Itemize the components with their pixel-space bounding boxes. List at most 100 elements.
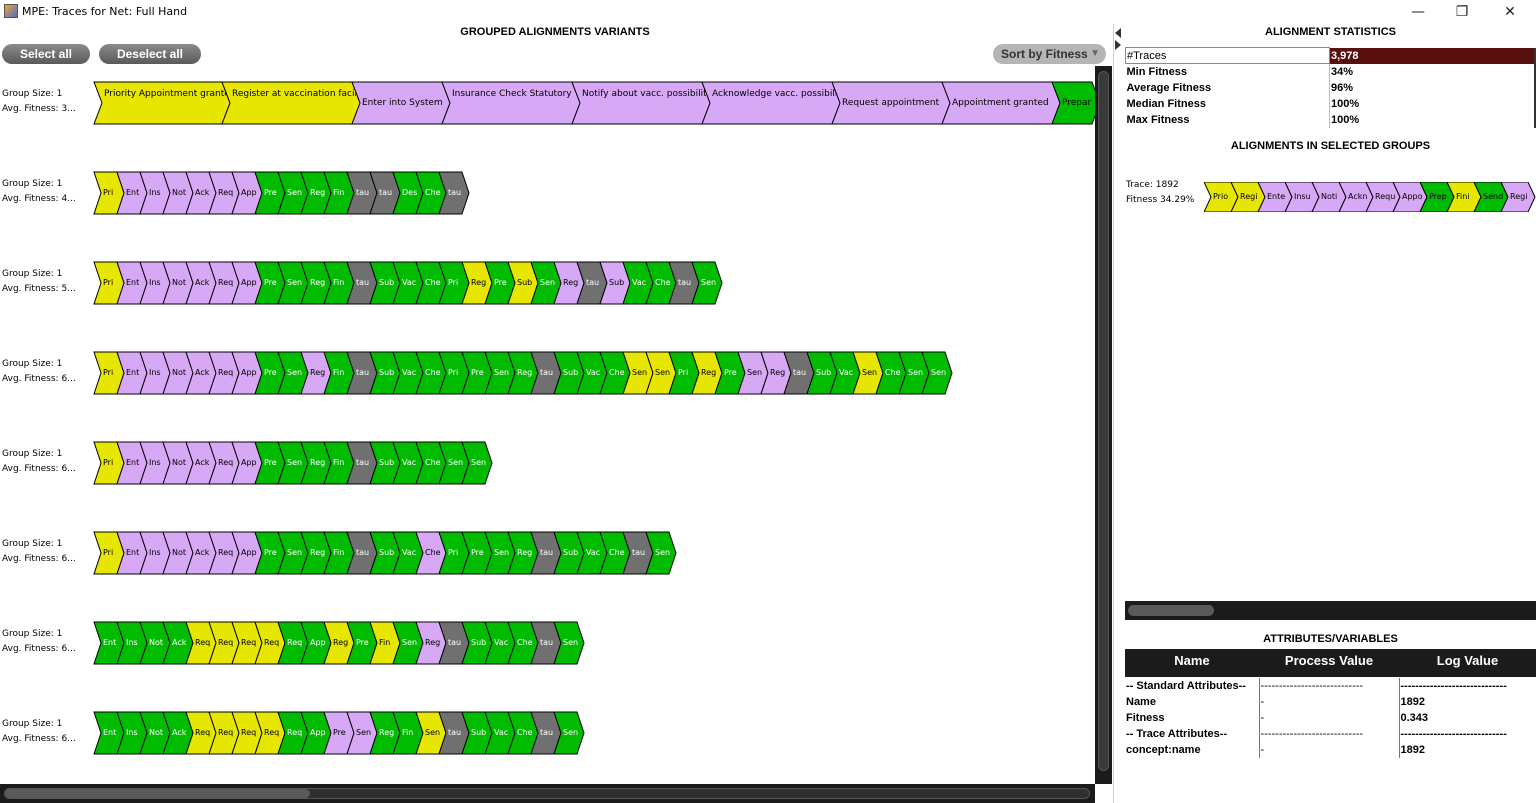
horizontal-scrollbar[interactable] bbox=[0, 784, 1095, 803]
split-pane-divider[interactable] bbox=[1113, 24, 1125, 803]
selected-horizontal-scrollbar[interactable] bbox=[1125, 601, 1536, 620]
alignment-step[interactable]: Register at vaccination facility bbox=[221, 81, 361, 125]
select-all-button[interactable]: Select all bbox=[2, 44, 90, 64]
alignment-step[interactable]: Sen bbox=[921, 351, 953, 395]
variant-group-info[interactable]: Group Size: 1 Avg. Fitness: 3... bbox=[2, 87, 76, 117]
collapse-left-icon[interactable] bbox=[1115, 28, 1121, 38]
restore-button[interactable]: ❐ bbox=[1455, 4, 1469, 20]
alignment-step-label: Appo bbox=[1402, 192, 1423, 201]
selected-horizontal-scroll-thumb[interactable] bbox=[1128, 605, 1214, 616]
alignment-step[interactable]: Sen bbox=[553, 711, 585, 755]
alignment-step-label: Sub bbox=[471, 728, 487, 737]
alignment-step-label: Req bbox=[218, 638, 234, 647]
vertical-scrollbar[interactable] bbox=[1095, 66, 1112, 784]
vertical-scroll-thumb[interactable] bbox=[1098, 71, 1109, 771]
alignment-step-label: tau bbox=[356, 458, 370, 467]
alignment-step-shape bbox=[1446, 182, 1482, 212]
alignment-step-label: Reg bbox=[563, 278, 579, 287]
alignment-step-label: Che bbox=[425, 548, 441, 557]
attribute-log-cell: 0.343 bbox=[1398, 710, 1536, 726]
alignment-step[interactable]: Prio bbox=[1204, 182, 1239, 212]
attribute-row[interactable]: concept:name-1892 bbox=[1125, 742, 1536, 758]
col-name-header[interactable]: Name bbox=[1174, 653, 1210, 668]
col-log-value-header[interactable]: Log Value bbox=[1436, 653, 1499, 668]
alignment-step[interactable]: Insurance Check Statutory bbox=[441, 81, 581, 125]
alignment-step[interactable]: Appo bbox=[1392, 182, 1428, 212]
alignment-step-label: Req bbox=[241, 728, 257, 737]
alignment-step[interactable]: Sen bbox=[691, 261, 723, 305]
alignment-step[interactable]: Regi bbox=[1230, 182, 1266, 212]
attribute-row[interactable]: -- Trace Attributes---------------------… bbox=[1125, 726, 1536, 742]
alignment-step-label: Insurance Check Statutory bbox=[452, 89, 572, 99]
alignment-step[interactable]: Enter into System bbox=[351, 81, 451, 125]
alignment-step-chevron bbox=[1204, 182, 1239, 212]
horizontal-scroll-track[interactable] bbox=[4, 788, 1090, 799]
alignment-step[interactable]: Prepar bbox=[1051, 81, 1101, 125]
alignment-step-label: Pre bbox=[471, 368, 484, 377]
attribute-log-cell: 1892 bbox=[1398, 742, 1536, 758]
alignment-step-label: Insu bbox=[1294, 192, 1311, 201]
alignment-step-shape bbox=[438, 171, 470, 215]
horizontal-scroll-thumb[interactable] bbox=[5, 789, 310, 798]
alignment-step-label: Ent bbox=[103, 728, 117, 737]
alignment-step-label: tau bbox=[356, 548, 370, 557]
alignment-step[interactable]: tau bbox=[438, 171, 470, 215]
attribute-process-cell: - bbox=[1258, 710, 1399, 726]
alignment-step-chevron bbox=[1500, 182, 1536, 212]
alignment-step[interactable]: Acknowledge vacc. possibility bbox=[701, 81, 841, 125]
alignment-step-label: Pri bbox=[448, 368, 459, 377]
alignment-step[interactable]: Regi bbox=[1500, 182, 1536, 212]
group-size-label: Group Size: 1 bbox=[2, 719, 63, 729]
alignment-step[interactable]: Ente bbox=[1257, 182, 1293, 212]
attribute-row[interactable]: Fitness-0.343 bbox=[1125, 710, 1536, 726]
attribute-log-cell: 1892 bbox=[1398, 694, 1536, 710]
attribute-row[interactable]: -- Standard Attributes------------------… bbox=[1125, 678, 1536, 694]
alignment-step[interactable]: Insu bbox=[1284, 182, 1320, 212]
alignment-step[interactable]: Fini bbox=[1446, 182, 1482, 212]
alignment-step[interactable]: Ackn bbox=[1338, 182, 1374, 212]
col-process-value-header[interactable]: Process Value bbox=[1284, 653, 1374, 668]
minimize-button[interactable]: — bbox=[1411, 4, 1425, 20]
alignment-step-label: Sen bbox=[356, 728, 372, 737]
alignment-step[interactable]: Sen bbox=[461, 441, 493, 485]
alignment-step[interactable]: Send bbox=[1473, 182, 1509, 212]
alignment-step[interactable]: Appointment granted bbox=[941, 81, 1061, 125]
alignment-step-label: Reg bbox=[701, 368, 717, 377]
alignment-step-label: Che bbox=[885, 368, 901, 377]
alignment-step-label: Pre bbox=[724, 368, 737, 377]
alignment-step-label: Reg bbox=[310, 458, 326, 467]
alignment-step[interactable]: Sen bbox=[553, 621, 585, 665]
trace-fitness-label: Fitness 34.29% bbox=[1126, 195, 1195, 205]
alignment-step[interactable]: Requ bbox=[1365, 182, 1401, 212]
deselect-all-button[interactable]: Deselect all bbox=[99, 44, 201, 64]
group-size-label: Group Size: 1 bbox=[2, 449, 63, 459]
alignment-step-label: Prio bbox=[1213, 192, 1229, 201]
attribute-process-cell: ---------------------------- bbox=[1258, 678, 1399, 694]
alignment-step-chevron bbox=[1392, 182, 1428, 212]
alignment-step[interactable]: Noti bbox=[1311, 182, 1347, 212]
alignment-step[interactable]: Notify about vacc. possibility bbox=[571, 81, 711, 125]
close-button[interactable]: ✕ bbox=[1504, 4, 1516, 20]
alignment-step[interactable]: Priority Appointment granted bbox=[93, 81, 231, 125]
collapse-right-icon[interactable] bbox=[1115, 40, 1121, 50]
sort-by-fitness-dropdown[interactable]: Sort by Fitness ▼ bbox=[993, 44, 1106, 64]
alignment-step[interactable]: Request appointment bbox=[831, 81, 951, 125]
alignment-step[interactable]: Sen bbox=[645, 531, 677, 575]
alignment-step[interactable]: Prep bbox=[1419, 182, 1455, 212]
alignment-step-label: Vac bbox=[402, 368, 417, 377]
alignment-step-label: tau bbox=[448, 638, 462, 647]
attribute-row[interactable]: Name-1892 bbox=[1125, 694, 1536, 710]
